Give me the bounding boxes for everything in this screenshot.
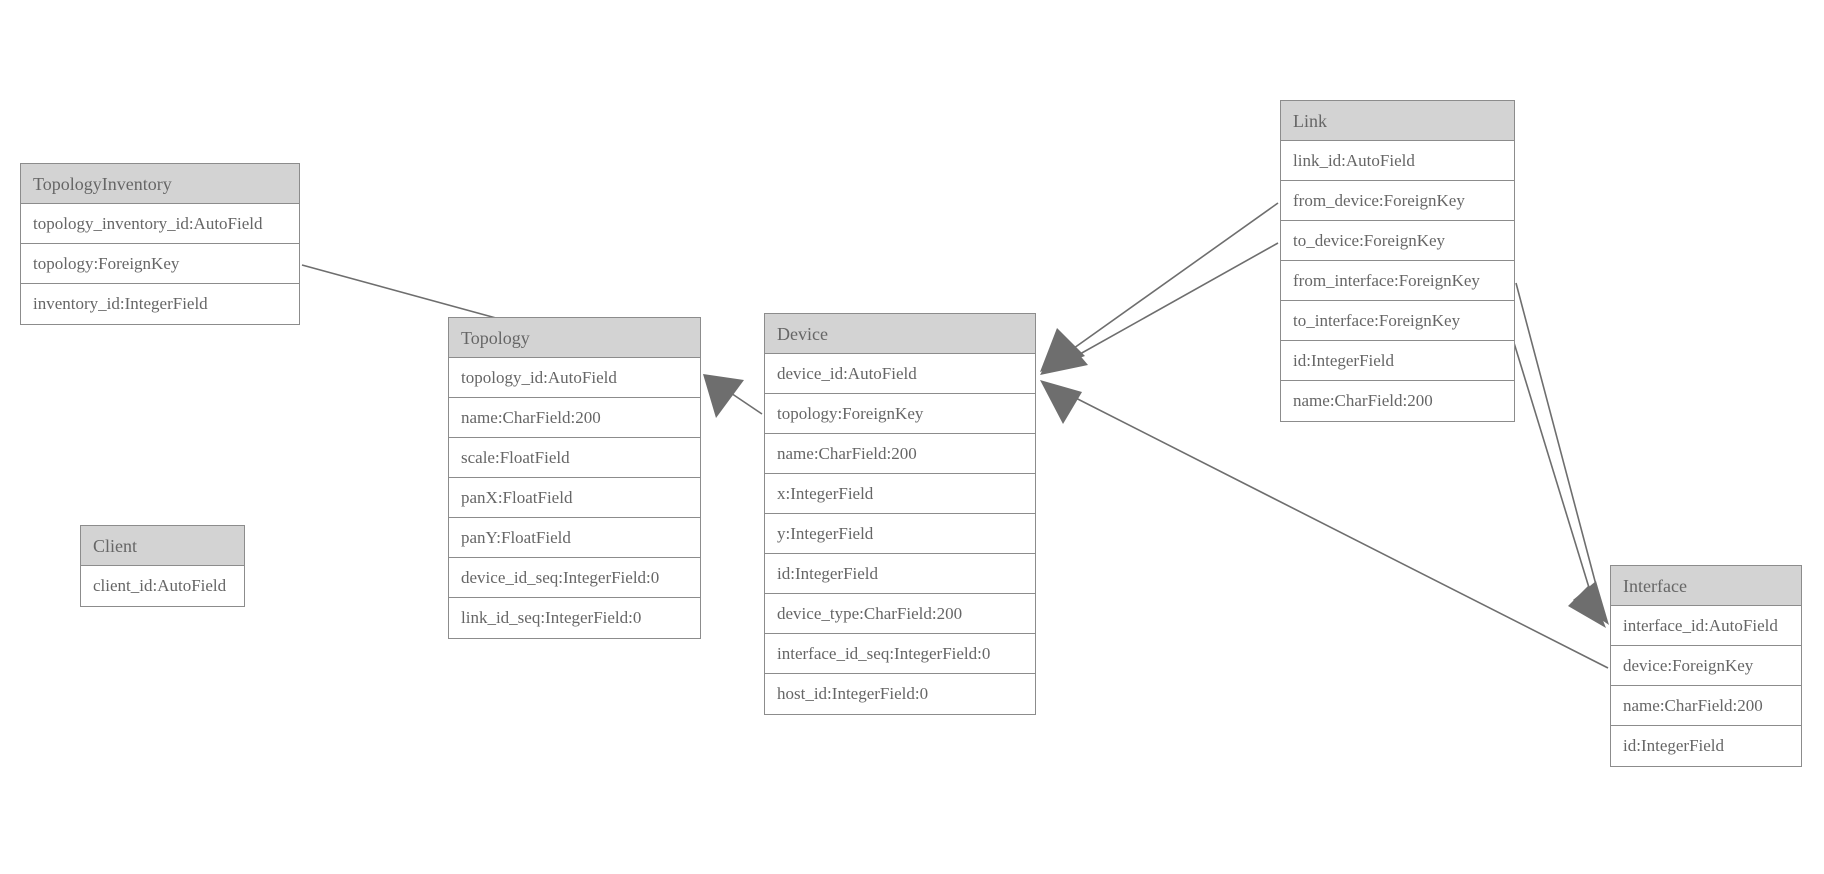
entity-field: device_id:AutoField (765, 354, 1035, 394)
entity-field: client_id:AutoField (81, 566, 244, 606)
entity-field: panX:FloatField (449, 478, 700, 518)
entity-field: link_id_seq:IntegerField:0 (449, 598, 700, 638)
entity-field: panY:FloatField (449, 518, 700, 558)
entity-field: inventory_id:IntegerField (21, 284, 299, 324)
entity-field: topology:ForeignKey (21, 244, 299, 284)
entity-title-client: Client (81, 526, 244, 566)
relation-link-fromdevice-device[interactable] (1040, 202, 1279, 372)
entity-field: topology_inventory_id:AutoField (21, 204, 299, 244)
entity-title-link: Link (1281, 101, 1514, 141)
entity-field: y:IntegerField (765, 514, 1035, 554)
entity-field: interface_id:AutoField (1611, 606, 1801, 646)
relation-interface-device[interactable] (1040, 380, 1609, 669)
entity-title-topology_inventory: TopologyInventory (21, 164, 299, 204)
entity-field: to_interface:ForeignKey (1281, 301, 1514, 341)
entity-title-topology: Topology (449, 318, 700, 358)
entity-field: name:CharField:200 (449, 398, 700, 438)
entity-field: topology_id:AutoField (449, 358, 700, 398)
entity-field: id:IntegerField (765, 554, 1035, 594)
relation-device-topology[interactable] (703, 374, 763, 418)
entity-field: from_device:ForeignKey (1281, 181, 1514, 221)
entity-field: link_id:AutoField (1281, 141, 1514, 181)
entity-field: name:CharField:200 (1611, 686, 1801, 726)
entity-field: topology:ForeignKey (765, 394, 1035, 434)
entity-field: device_type:CharField:200 (765, 594, 1035, 634)
entity-title-interface: Interface (1611, 566, 1801, 606)
entity-field: name:CharField:200 (1281, 381, 1514, 421)
entity-field: from_interface:ForeignKey (1281, 261, 1514, 301)
entity-field: scale:FloatField (449, 438, 700, 478)
relation-link-todevice-device[interactable] (1040, 242, 1279, 375)
entity-field: name:CharField:200 (765, 434, 1035, 474)
entity-field: id:IntegerField (1281, 341, 1514, 381)
entity-field: device_id_seq:IntegerField:0 (449, 558, 700, 598)
entity-field: interface_id_seq:IntegerField:0 (765, 634, 1035, 674)
entity-field: x:IntegerField (765, 474, 1035, 514)
relation-link-frominterface-interface[interactable] (1515, 282, 1609, 625)
entity-title-device: Device (765, 314, 1035, 354)
entity-field: to_device:ForeignKey (1281, 221, 1514, 261)
entity-field: device:ForeignKey (1611, 646, 1801, 686)
entity-field: id:IntegerField (1611, 726, 1801, 766)
entity-field: host_id:IntegerField:0 (765, 674, 1035, 714)
relation-link-tointerface-interface[interactable] (1506, 319, 1606, 628)
